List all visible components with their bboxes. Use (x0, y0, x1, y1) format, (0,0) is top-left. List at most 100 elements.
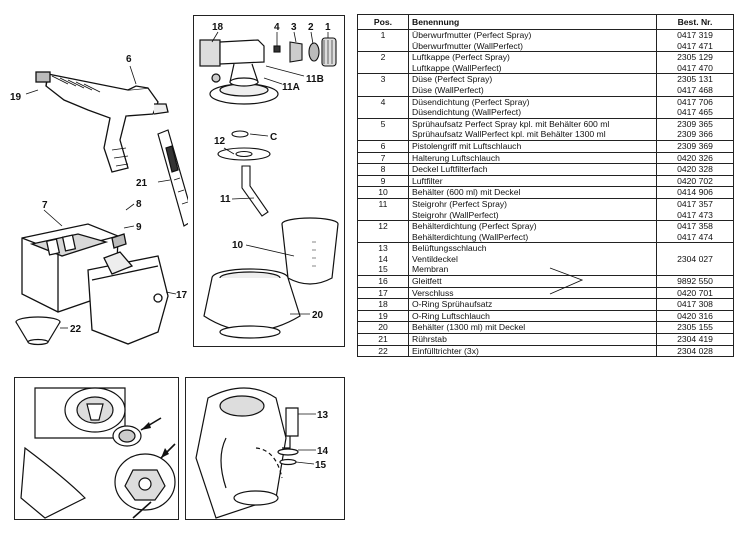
cell-nr: 0420 702 (656, 174, 734, 187)
callout-2: 2 (308, 22, 314, 33)
cell-nr: 0417 473 (656, 209, 734, 221)
cell-name: Luftkappe (WallPerfect) (408, 62, 657, 74)
cell-pos (357, 40, 409, 52)
cell-name: Sprühaufsatz Perfect Spray kpl. mit Behä… (408, 117, 657, 130)
valve-detail-drawing: 13 14 15 (195, 387, 329, 519)
cell-pos: 17 (357, 286, 409, 299)
header-nr: Best. Nr. (656, 14, 734, 30)
stirring-rod-drawing (157, 129, 188, 227)
callout-4: 4 (274, 22, 280, 33)
callout-7: 7 (42, 200, 48, 211)
cell-pos: 8 (357, 163, 409, 176)
callout-19: 19 (10, 92, 22, 103)
cell-pos: 10 (357, 186, 409, 199)
cell-name: Düse (WallPerfect) (408, 84, 657, 97)
callout-13: 13 (317, 410, 329, 421)
cell-pos: 7 (357, 151, 409, 164)
cell-pos: 12 (357, 220, 409, 232)
panel-nozzle-detail (14, 377, 179, 520)
cell-pos: 15 (357, 264, 409, 276)
callout-15: 15 (315, 460, 327, 471)
cell-name: Luftkappe (Perfect Spray) (408, 51, 657, 63)
cell-name: Luftfilter (408, 174, 657, 187)
cell-name: Düse (Perfect Spray) (408, 73, 657, 85)
cell-pos: 21 (357, 333, 409, 346)
cell-pos: 3 (357, 73, 409, 85)
table-row: Luftkappe (WallPerfect)0417 470 (357, 62, 734, 74)
cell-nr: 2305 131 (656, 73, 734, 85)
cell-nr: 0417 470 (656, 62, 734, 74)
cell-pos (357, 209, 409, 221)
table-row: Düsendichtung (WallPerfect)0417 465 (357, 107, 734, 119)
cell-nr: 0417 471 (656, 40, 734, 52)
cell-name: Behälter (600 ml) mit Deckel (408, 186, 657, 199)
cell-nr: 0417 358 (656, 220, 734, 232)
cell-pos: 11 (357, 197, 409, 210)
cell-name: Überwurfmutter (WallPerfect) (408, 40, 657, 52)
cell-nr: 2304 027 (656, 253, 734, 265)
cell-name: Gleitfett (408, 275, 657, 288)
cell-name: Verschluss (408, 286, 657, 299)
cell-pos (357, 84, 409, 97)
cell-name: Membran (408, 264, 657, 276)
cell-name: Halterung Luftschlauch (408, 151, 657, 164)
table-row: Behälterdichtung (WallPerfect)0417 474 (357, 231, 734, 243)
spray-attachment-drawing: 18 4 3 2 1 11A 11B 12 C 11 10 (199, 22, 339, 339)
cell-pos: 13 (357, 242, 409, 254)
cell-pos: 18 (357, 298, 409, 311)
cell-pos (357, 62, 409, 74)
cell-name: Sprühaufsatz WallPerfect kpl. mit Behält… (408, 129, 657, 141)
cell-name: Behälterdichtung (Perfect Spray) (408, 220, 657, 232)
cell-nr: 2309 366 (656, 129, 734, 141)
cell-nr: 0417 465 (656, 107, 734, 119)
cell-pos: 5 (357, 117, 409, 130)
cell-nr (656, 264, 734, 276)
cell-pos (357, 107, 409, 119)
cell-name: O-Ring Luftschlauch (408, 309, 657, 322)
nozzle-detail-drawing (20, 387, 176, 519)
callout-8: 8 (136, 199, 142, 210)
callout-22: 22 (70, 324, 82, 335)
cell-name: Deckel Luftfilterfach (408, 163, 657, 176)
callout-12: 12 (214, 136, 226, 147)
callout-11b: 11B (306, 74, 324, 85)
cell-nr: 2304 028 (656, 344, 734, 358)
cell-name: Steigrohr (Perfect Spray) (408, 197, 657, 210)
callout-6: 6 (126, 54, 132, 65)
cell-name: O-Ring Sprühaufsatz (408, 298, 657, 311)
callout-14: 14 (317, 446, 329, 457)
cell-name: Pistolengriff mit Luftschlauch (408, 139, 657, 153)
cell-pos (357, 129, 409, 141)
spray-gun-drawing (35, 71, 169, 173)
cell-nr: 0420 328 (656, 163, 734, 176)
cell-name: Düsendichtung (WallPerfect) (408, 107, 657, 119)
table-row: Sprühaufsatz WallPerfect kpl. mit Behält… (357, 129, 734, 141)
funnel-drawing (15, 316, 61, 346)
cell-nr: 0414 906 (656, 186, 734, 199)
cell-name: Behälterdichtung (WallPerfect) (408, 231, 657, 243)
cell-pos: 9 (357, 174, 409, 187)
cell-pos: 16 (357, 275, 409, 288)
callout-11a: 11A (282, 82, 300, 93)
cell-name: Behälter (1300 ml) mit Deckel (408, 321, 657, 334)
cell-name: Überwurfmutter (Perfect Spray) (408, 28, 657, 41)
cell-name: Steigrohr (WallPerfect) (408, 209, 657, 221)
group-bracket-13-15 (549, 267, 584, 295)
cell-pos (357, 231, 409, 243)
cell-nr (656, 242, 734, 254)
